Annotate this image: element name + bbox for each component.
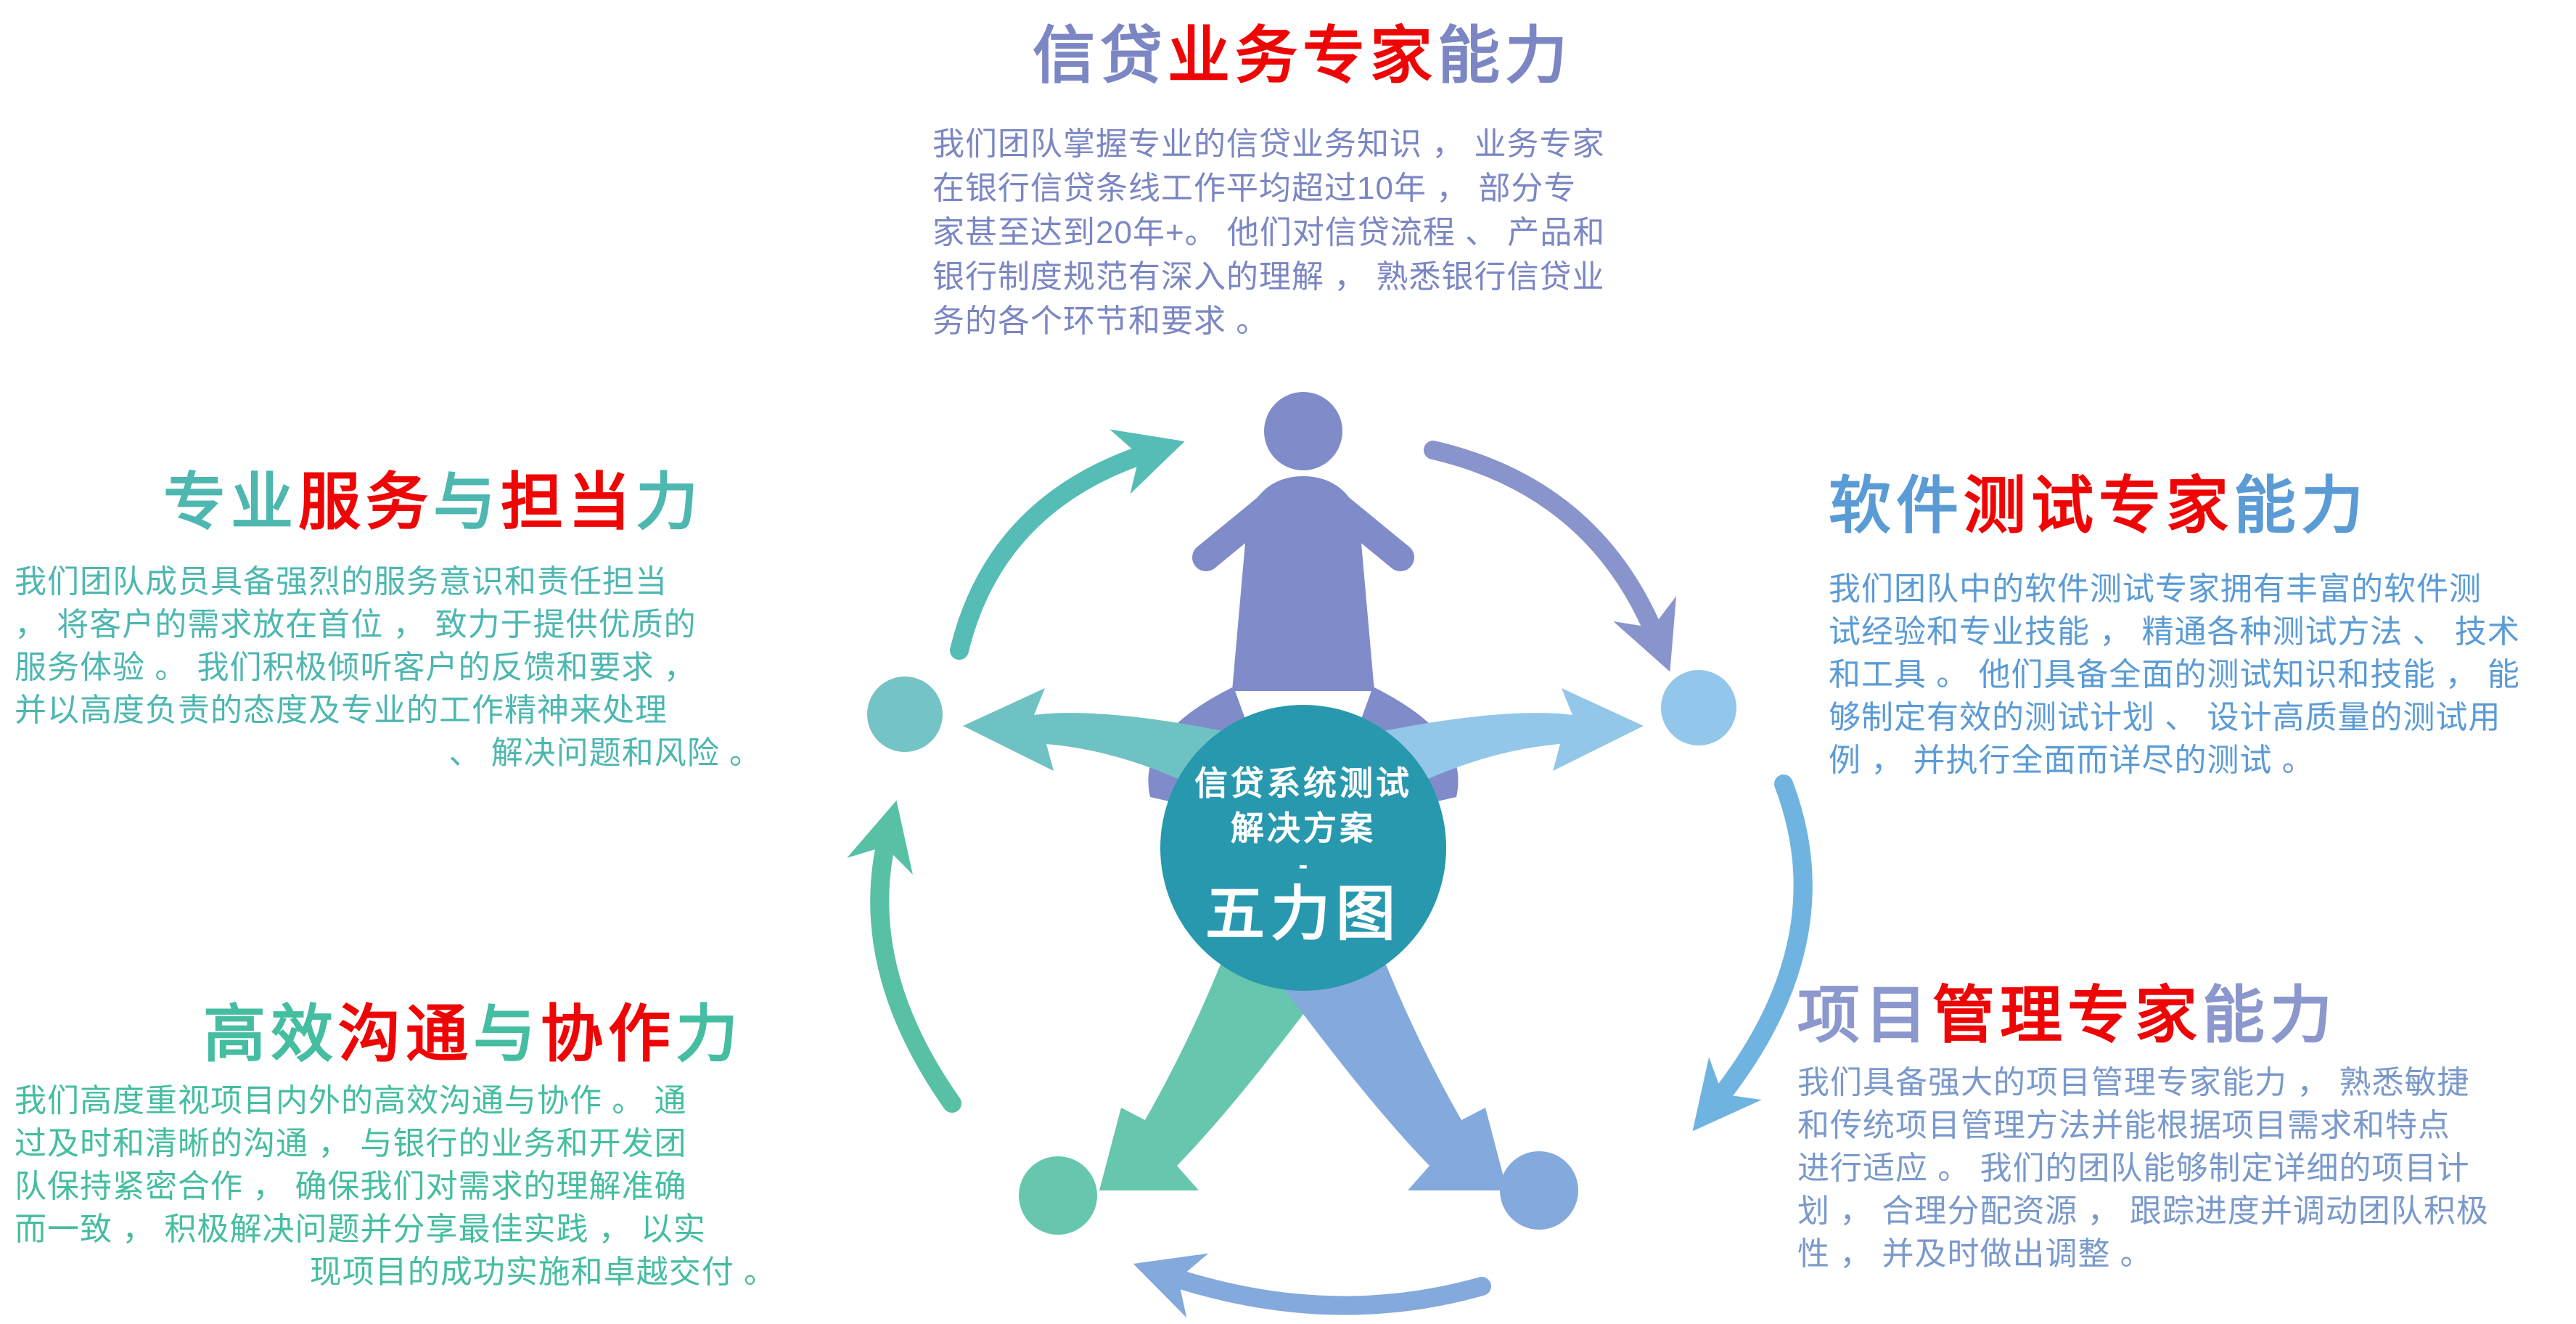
section-title-communication: 高效沟通与协作力 (203, 1000, 743, 1069)
center-label-separator: - (1298, 850, 1308, 880)
arc-bottom-left-to-left (847, 800, 961, 1113)
body-line: 和传统项目管理方法并能根据项目需求和特点 (1797, 1108, 2450, 1143)
top-person-head (1264, 392, 1342, 470)
title-part: 高效 (203, 1000, 338, 1069)
body-line: 我们高度重视项目内外的高效沟通与协作 。 通 (15, 1083, 687, 1119)
body-line: 过及时和清晰的沟通 ， 与银行的业务和开发团 (15, 1126, 687, 1161)
title-part: 担当 (501, 467, 636, 537)
body-line: 和工具 。 他们具备全面的测试知识和技能 ， 能 (1829, 657, 2520, 692)
section-body-communication: 我们高度重视项目内外的高效沟通与协作 。 通 过及时和清晰的沟通 ， 与银行的业… (15, 1079, 776, 1294)
section-body-service: 我们团队成员具备强烈的服务意识和责任担当 ， 将客户的需求放在首位 ， 致力于提… (15, 560, 762, 775)
body-line: 我们具备强大的项目管理专家能力 ， 熟悉敏捷 (1797, 1065, 2470, 1100)
body-line: 性 ， 并及时做出调整 。 (1797, 1236, 2153, 1272)
body-line: 现项目的成功实施和卓越交付 。 (309, 1254, 776, 1290)
title-part: 能力 (1437, 21, 1572, 91)
top-person-torso (1232, 476, 1374, 691)
body-line: 我们团队成员具备强烈的服务意识和责任担当 (15, 564, 668, 600)
title-part: 力 (676, 1000, 743, 1069)
arc-top-to-right (1424, 441, 1677, 672)
body-line: 进行适应 。 我们的团队能够制定详细的项目计 (1797, 1151, 2470, 1186)
right-node-head (1661, 670, 1736, 745)
bottom-right-node-head (1500, 1151, 1578, 1230)
arc-bottom-right-to-bottom-left (1133, 1253, 1491, 1318)
body-line: ， 将客户的需求放在首位 ， 致力于提供优质的 (15, 607, 697, 642)
body-line: 而一致 ， 积极解决问题并分享最佳实践 ， 以实 (15, 1211, 706, 1247)
center-label: 信贷系统测试 解决方案 - 五力图 (1160, 761, 1446, 949)
body-line: 试经验和专业技能 ， 精通各种测试方法 、 技术 (1829, 614, 2520, 650)
top-person-arm-left (1192, 494, 1280, 571)
title-part: 信贷 (1033, 21, 1168, 91)
title-part: 专业 (163, 467, 298, 537)
body-line: 例 ， 并执行全面而详尽的测试 。 (1829, 743, 2315, 778)
title-part: 测试专家 (1964, 471, 2234, 541)
center-label-title: 五力图 (1205, 881, 1401, 947)
section-title-software-testing: 软件测试专家能力 (1829, 472, 2368, 541)
section-title-service: 专业服务与担当力 (163, 468, 703, 537)
title-part: 与 (473, 1000, 541, 1069)
bottom-left-node-head (1019, 1156, 1097, 1235)
title-part: 业务专家 (1168, 21, 1437, 91)
section-body-software-testing: 我们团队中的软件测试专家拥有丰富的软件测 试经验和专业技能 ， 精通各种测试方法… (1829, 568, 2576, 782)
title-part: 软件 (1829, 471, 1964, 541)
body-line: 我们团队中的软件测试专家拥有丰富的软件测 (1829, 571, 2482, 607)
section-title-credit-business: 信贷业务专家能力 (936, 22, 1669, 91)
title-part: 与 (433, 467, 501, 537)
center-circle (1160, 705, 1446, 991)
title-part: 协作 (541, 1000, 676, 1069)
title-part: 项目 (1797, 981, 1932, 1050)
center-label-line2: 解决方案 (1231, 809, 1376, 847)
title-part: 能力 (2234, 471, 2368, 541)
arc-right-to-bottom-right (1692, 775, 1813, 1132)
arc-left-to-top (950, 429, 1185, 660)
body-line: 家甚至达到20年+。 他们对信贷流程 、 产品和 (932, 215, 1606, 250)
title-part: 服务 (298, 467, 433, 537)
body-line: 在银行信贷条线工作平均超过10年 ， 部分专 (932, 171, 1577, 206)
body-line: 并以高度负责的态度及专业的工作精神来处理 (15, 692, 668, 728)
body-line: 队保持紧密合作 ， 确保我们对需求的理解准确 (15, 1169, 687, 1204)
body-line: 服务体验 。 我们积极倾听客户的反馈和要求 ， (15, 650, 697, 685)
body-line: 、 解决问题和风险 。 (448, 735, 762, 771)
section-body-credit-business: 我们团队掌握专业的信贷业务知识 ， 业务专家 在银行信贷条线工作平均超过10年 … (932, 122, 1687, 343)
title-part: 力 (636, 467, 703, 537)
title-part: 能力 (2202, 981, 2337, 1050)
body-line: 务的各个环节和要求 。 (932, 303, 1269, 339)
center-label-line1: 信贷系统测试 (1194, 764, 1412, 802)
title-part: 管理专家 (1932, 981, 2202, 1050)
body-line: 划 ， 合理分配资源 ， 跟踪进度并调动团队积极 (1797, 1193, 2489, 1229)
body-line: 够制定有效的测试计划 、 设计高质量的测试用 (1829, 700, 2501, 735)
title-part: 沟通 (338, 1000, 473, 1069)
left-node-head (867, 677, 943, 752)
body-line: 我们团队掌握专业的信贷业务知识 ， 业务专家 (932, 126, 1605, 162)
body-line: 银行制度规范有深入的理解 ， 熟悉银行信贷业 (932, 259, 1605, 295)
section-body-project-management: 我们具备强大的项目管理专家能力 ， 熟悉敏捷 和传统项目管理方法并能根据项目需求… (1797, 1061, 2567, 1275)
section-title-project-management: 项目管理专家能力 (1797, 981, 2337, 1050)
top-person-arm-right (1326, 494, 1414, 571)
